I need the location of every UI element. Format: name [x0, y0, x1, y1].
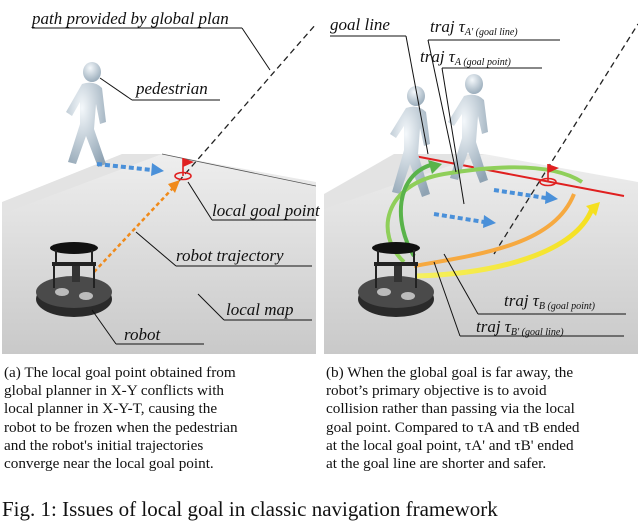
label-global-path: path provided by global plan [32, 9, 229, 28]
panel-b: goal line traj τA' (goal line) traj τA (… [324, 4, 638, 354]
panel-a-illustration [2, 23, 316, 354]
pedestrian-figure [66, 62, 106, 167]
local-goal-flag-b [539, 164, 559, 187]
panel-a: path provided by global plan pedestrian … [2, 4, 320, 354]
caption-a-line: local planner in X-Y-T, causing the [4, 400, 218, 418]
caption-b-line: (b) When the global goal is far away, th… [326, 364, 574, 381]
robot-figure-b [358, 242, 434, 317]
robot-trajectory-arrow [93, 188, 173, 273]
label-traj-a: traj τA (goal point) [420, 47, 511, 68]
label-traj-b: traj τB (goal point) [504, 291, 596, 312]
caption-b-line: at the goal line are shorter and safer. [326, 455, 547, 473]
label-robot: robot [124, 325, 161, 344]
pedestrian-figure-1 [390, 86, 430, 197]
caption-a-line: converge near the local goal point. [4, 455, 214, 473]
traj-a [413, 193, 576, 268]
caption-b: (b) When the global goal is far away, th… [326, 364, 638, 473]
caption-b-line: goal point. Compared to τA and τB ended [326, 418, 580, 436]
caption-a-line: and the robot's initial trajectories [4, 436, 204, 454]
caption-b-line: at the local goal point, τA' and τB' end… [326, 436, 574, 454]
pedestrian-figure-2 [448, 74, 488, 183]
caption-a-line: global planner in X-Y conflicts with [4, 382, 225, 400]
caption-a: (a) The local goal point obtained from g… [4, 364, 304, 473]
label-robot-trajectory: robot trajectory [176, 246, 284, 265]
label-traj-a-prime: traj τA' (goal line) [430, 17, 518, 38]
local-goal-flag [174, 158, 194, 181]
figure-caption: Fig. 1: Issues of local goal in classic … [2, 497, 498, 521]
caption-b-line: collision rather than passing via the lo… [326, 400, 575, 418]
traj-a-prime [415, 207, 595, 279]
label-goal-line: goal line [330, 15, 390, 34]
caption-b-line: robot’s primary objective is to avoid [326, 382, 547, 400]
global-path-line [171, 23, 316, 190]
label-local-map: local map [226, 300, 294, 319]
label-pedestrian: pedestrian [136, 79, 208, 98]
robot-figure [36, 242, 112, 317]
label-local-goal-point: local goal point [212, 201, 320, 220]
label-traj-b-prime: traj τB' (goal line) [476, 317, 564, 338]
global-path-line-b [493, 23, 638, 255]
panel-b-illustration [324, 23, 638, 354]
goal-line [403, 153, 625, 197]
caption-a-line: (a) The local goal point obtained from [4, 364, 236, 381]
caption-a-line: robot to be frozen when the pedestrian [4, 418, 238, 436]
pedestrian-path-arrow [96, 162, 153, 172]
